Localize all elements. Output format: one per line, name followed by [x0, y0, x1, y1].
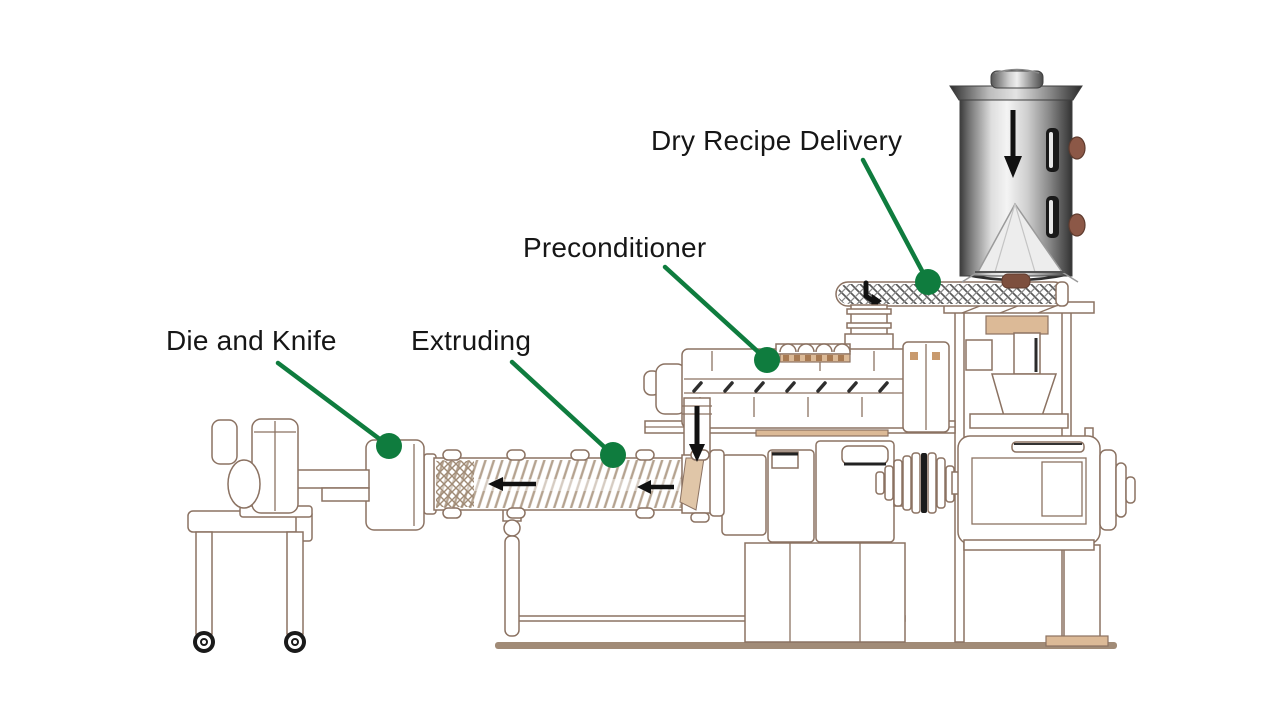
dry-recipe-delivery-dot	[915, 269, 941, 295]
callout-annotations	[275, 157, 941, 468]
preconditioner-dot	[754, 347, 780, 373]
extruding-leader-line	[509, 359, 616, 458]
label-dry-recipe-delivery: Dry Recipe Delivery	[651, 125, 903, 156]
die-and-knife-dot	[376, 433, 402, 459]
label-extruding: Extruding	[411, 325, 532, 356]
preconditioner-leader-line	[662, 264, 770, 363]
coupling-bellows	[875, 452, 961, 514]
hopper-knob	[1068, 213, 1086, 237]
gearbox-drawing	[721, 440, 907, 543]
preconditioner-drawing	[643, 341, 956, 437]
extruder-barrel	[423, 397, 725, 523]
lower-frame	[502, 508, 906, 643]
die-and-knife-leader-line	[275, 360, 392, 449]
dry-recipe-hopper	[949, 68, 1086, 289]
label-preconditioner: Preconditioner	[523, 232, 707, 263]
extruding-dot	[600, 442, 626, 468]
die-and-knife-block	[296, 439, 425, 531]
hopper-cap	[990, 70, 1044, 89]
label-die-and-knife: Die and Knife	[166, 325, 337, 356]
dry-recipe-delivery-leader-line	[860, 157, 931, 285]
knife-cart	[187, 418, 313, 653]
drive-motor	[957, 435, 1136, 551]
hopper-knob	[1068, 136, 1086, 160]
